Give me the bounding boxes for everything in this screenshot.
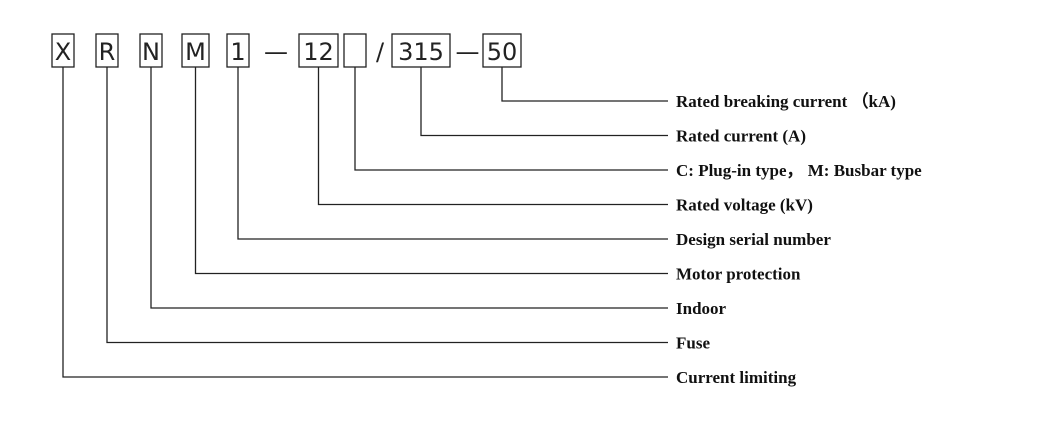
label-fuse: Fuse bbox=[676, 334, 710, 353]
leader-line-motor-protection bbox=[194, 67, 668, 275]
leader-line-rated-voltage bbox=[317, 67, 668, 206]
code-char-breaking-current: 50 bbox=[487, 38, 518, 66]
code-char-dash-1: — bbox=[264, 38, 288, 66]
label-design-serial: Design serial number bbox=[676, 230, 831, 249]
leader-line-rated-current bbox=[420, 67, 668, 137]
leader-line-design-serial bbox=[237, 67, 668, 240]
leader-lines bbox=[62, 67, 668, 378]
leader-line-current-limiting bbox=[62, 67, 668, 378]
code-char-design-serial: 1 bbox=[230, 38, 245, 66]
code-char-indoor: N bbox=[142, 38, 160, 66]
label-plug-busbar-type: C: Plug-in type， M: Busbar type bbox=[676, 161, 922, 180]
code-box-plug-busbar-type bbox=[343, 33, 367, 68]
leader-line-fuse bbox=[106, 67, 668, 344]
label-motor-protection: Motor protection bbox=[676, 265, 801, 284]
label-indoor: Indoor bbox=[676, 299, 727, 318]
code-char-current-limiting: X bbox=[55, 38, 71, 66]
code-char-fuse: R bbox=[99, 38, 116, 66]
label-current-limiting: Current limiting bbox=[676, 368, 797, 387]
leader-line-indoor bbox=[150, 67, 668, 309]
leader-line-plug-busbar-type bbox=[354, 67, 668, 171]
label-rated-current: Rated current (A) bbox=[676, 127, 806, 146]
label-rated-voltage: Rated voltage (kV) bbox=[676, 196, 813, 215]
code-char-rated-current: 315 bbox=[398, 38, 444, 66]
code-char-motor-protection: M bbox=[185, 38, 206, 66]
code-char-dash-2: — bbox=[456, 38, 480, 66]
code-char-rated-voltage: 12 bbox=[303, 38, 334, 66]
code-char-slash: / bbox=[376, 38, 385, 66]
leader-line-breaking-current bbox=[501, 67, 668, 102]
label-column: Rated breaking current （kA) Rated current… bbox=[676, 91, 922, 387]
label-breaking-current: Rated breaking current （kA) bbox=[676, 91, 896, 111]
